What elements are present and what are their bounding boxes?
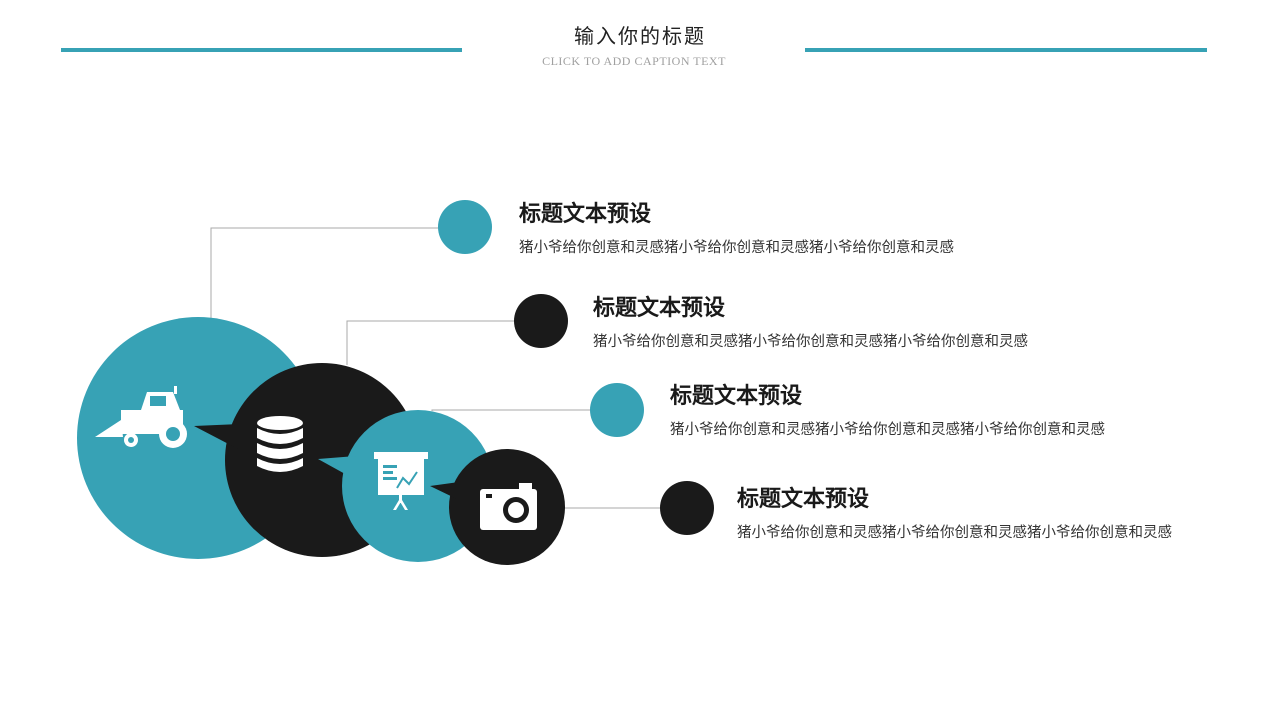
connector-line-1 [210,227,440,318]
page-title: 输入你的标题 [574,24,706,48]
bubble-4-pointer [430,482,459,500]
item-2-title: 标题文本预设 [593,296,726,321]
item-4-title: 标题文本预设 [737,487,870,512]
page-subtitle: CLICK TO ADD CAPTION TEXT [542,54,726,68]
item-1-title: 标题文本预设 [519,202,652,227]
header-line-right [805,48,1207,52]
presentation-chart-icon [374,452,428,510]
item-3-title: 标题文本预设 [670,384,803,409]
item-dot-3 [590,383,644,437]
item-dot-1 [438,200,492,254]
item-1-desc: 猪小爷给你创意和灵感猪小爷给你创意和灵感猪小爷给你创意和灵感 [519,240,954,256]
database-icon [257,416,303,472]
item-4-desc: 猪小爷给你创意和灵感猪小爷给你创意和灵感猪小爷给你创意和灵感 [737,525,1172,541]
camera-icon [480,483,537,530]
header-line-left [61,48,462,52]
connector-lines [210,227,661,509]
connector-line-3 [431,409,591,411]
item-dot-2 [514,294,568,348]
bubble-3-pointer [318,456,356,480]
tractor-icon [95,386,187,448]
item-3-desc: 猪小爷给你创意和灵感猪小爷给你创意和灵感猪小爷给你创意和灵感 [670,422,1105,438]
connector-line-2 [346,320,515,365]
bubble-2-pointer [194,424,240,450]
item-dot-4 [660,481,714,535]
item-2-desc: 猪小爷给你创意和灵感猪小爷给你创意和灵感猪小爷给你创意和灵感 [593,334,1028,350]
